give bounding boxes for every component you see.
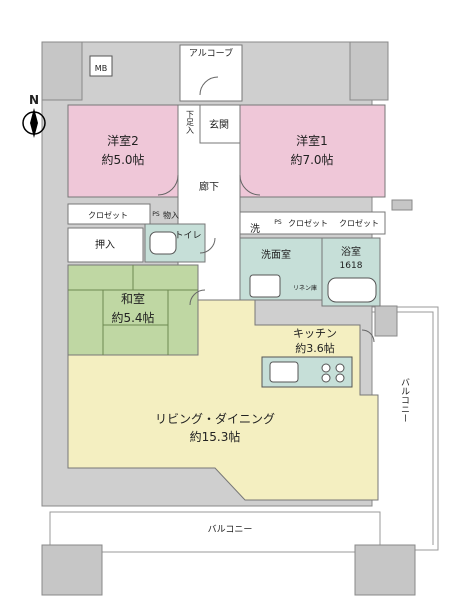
label-closet-r1: クロゼット: [288, 218, 328, 228]
room-western2-size: 約5.0帖: [101, 152, 144, 167]
room-entrance: [199, 104, 241, 144]
tatami-lines: [68, 265, 198, 355]
room-western1: [239, 104, 386, 198]
room-kitchen-name: キッチン: [293, 327, 337, 340]
compass: N: [22, 93, 46, 138]
label-closet-r2: クロゼット: [339, 218, 379, 228]
room-closet-r: [239, 211, 386, 235]
room-western2: [67, 104, 179, 198]
room-closet-left: [67, 203, 151, 225]
doors: [157, 76, 375, 343]
label-balcony-right: バルコニー: [399, 377, 410, 422]
room-bath-name: 浴室: [341, 245, 361, 258]
label-linen: リネン庫: [293, 284, 317, 292]
label-ps-right: PS: [274, 219, 282, 226]
room-japanese-name: 和室: [121, 291, 145, 306]
washbasin: [249, 274, 281, 298]
mb-box: [89, 55, 113, 77]
label-entrance: 玄関: [209, 118, 229, 131]
room-alcove: [179, 44, 243, 102]
stove-burner: [321, 363, 331, 373]
label-closet-left: クロゼット: [88, 210, 128, 220]
label-laundry: 洗: [250, 223, 260, 235]
label-oshiire: 押入: [95, 238, 115, 251]
room-western2-name: 洋室2: [107, 133, 139, 148]
toilet-fixture: [149, 231, 177, 255]
sink-kitchen: [269, 361, 299, 383]
label-hall: 廊下: [199, 180, 219, 193]
room-living-name: リビング・ダイニング: [155, 411, 275, 426]
label-washroom: 洗面室: [261, 248, 291, 261]
label-toilet: トイレ: [174, 231, 201, 241]
label-mb: MB: [95, 64, 107, 73]
fixtures: [89, 55, 377, 388]
compass-north: N: [29, 93, 39, 107]
room-kitchen-size: 約3.6帖: [295, 341, 335, 355]
room-western1-name: 洋室1: [296, 133, 328, 148]
room-bath-size: 1618: [340, 261, 363, 271]
label-balcony-bottom: バルコニー: [208, 524, 253, 535]
room-living: [67, 299, 379, 501]
label-storage: 物入: [163, 210, 179, 220]
bathtub: [327, 277, 377, 303]
label-shoebox: 下足入: [186, 110, 195, 134]
room-western1-size: 約7.0帖: [290, 152, 333, 167]
room-japanese-size: 約5.4帖: [111, 310, 154, 325]
label-ps-left: PS: [152, 211, 160, 218]
room-living-size: 約15.3帖: [190, 429, 241, 444]
label-alcove: アルコーブ: [189, 47, 233, 59]
labels: MB アルコーブ 玄関 下足入 廊下 洋室2 約5.0帖 洋室1 約7.0帖 ク…: [88, 47, 410, 535]
room-oshiire: [67, 227, 144, 263]
